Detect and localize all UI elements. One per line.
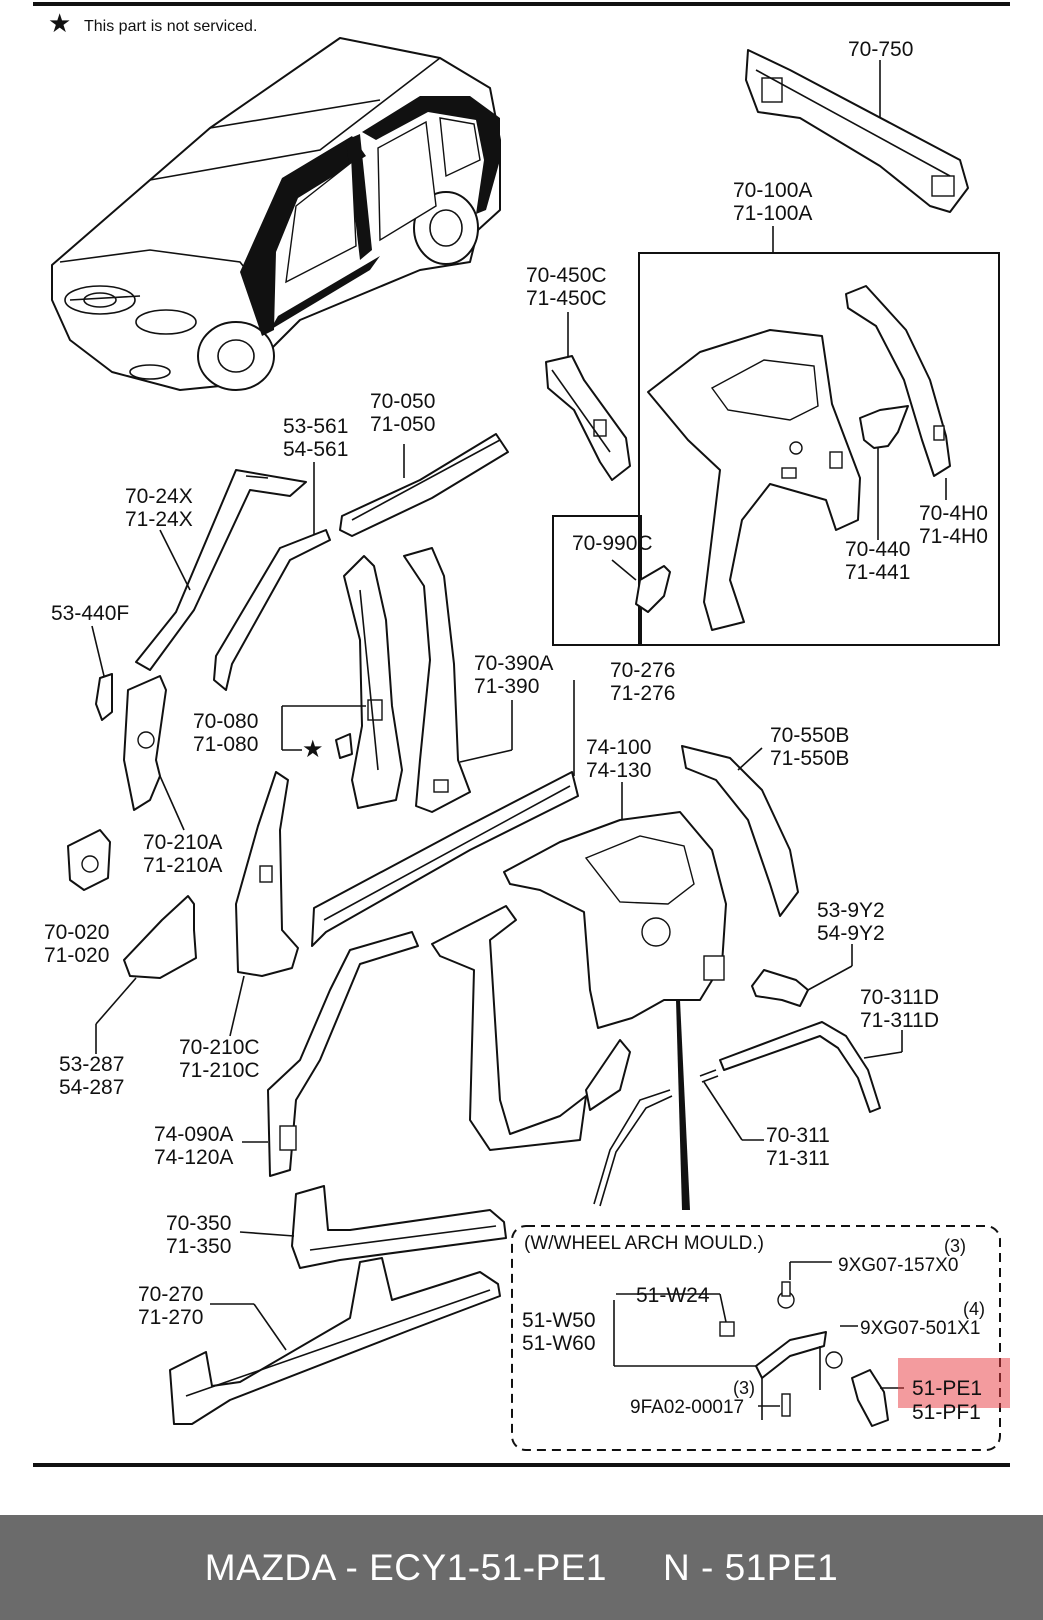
label-54-9Y2: 54-9Y2 xyxy=(817,922,885,945)
label-9XG07-157X0: 9XG07-157X0 xyxy=(838,1255,958,1276)
part-53-9Y2 xyxy=(751,969,809,1007)
label-71-270: 71-270 xyxy=(138,1306,203,1329)
label-70-080: 70-080 xyxy=(193,710,258,733)
label-70-270: 70-270 xyxy=(138,1283,203,1306)
label-9XG07-501X1: 9XG07-501X1 xyxy=(860,1318,980,1339)
label-51-PE1: 51-PE1 xyxy=(912,1377,982,1400)
label-70-390A: 70-390A xyxy=(474,652,553,675)
part-70-270 xyxy=(169,1257,501,1425)
part-70-020 xyxy=(67,829,111,891)
label-54-287: 54-287 xyxy=(59,1076,124,1099)
part-70-390A xyxy=(403,547,471,813)
wheel-arch-mould-part xyxy=(719,1281,889,1427)
part-70-100A xyxy=(647,329,861,631)
part-70-24X xyxy=(135,469,307,671)
part-70-350 xyxy=(291,1185,507,1269)
label-70-050: 70-050 xyxy=(370,390,435,413)
label-71-4H0: 71-4H0 xyxy=(919,525,988,548)
part-70-311D xyxy=(719,1021,881,1113)
label-71-350: 71-350 xyxy=(166,1235,231,1258)
label-70-100A: 70-100A xyxy=(733,179,812,202)
label-71-311: 71-311 xyxy=(766,1147,830,1170)
label-74-100: 74-100 xyxy=(586,736,651,759)
part-70-450C xyxy=(545,355,631,481)
label-71-080: 71-080 xyxy=(193,733,258,756)
label-70-550B: 70-550B xyxy=(770,724,849,747)
label-74-130: 74-130 xyxy=(586,759,651,782)
label-70-4H0: 70-4H0 xyxy=(919,502,988,525)
label-71-450C: 71-450C xyxy=(526,287,607,310)
label-71-100A: 71-100A xyxy=(733,202,812,225)
label-70-450C: 70-450C xyxy=(526,264,607,287)
part-70-990C xyxy=(635,565,671,613)
part-74-090A xyxy=(267,905,631,1177)
inset-qty-1: (3) xyxy=(944,1236,966,1256)
part-70-311 xyxy=(593,1069,719,1207)
label-70-440: 70-440 xyxy=(845,538,910,561)
label-70-990C: 70-990C xyxy=(572,532,653,555)
label-51-W60: 51-W60 xyxy=(522,1332,596,1355)
label-51-PF1: 51-PF1 xyxy=(912,1401,981,1424)
label-74-090A: 74-090A xyxy=(154,1123,233,1146)
label-70-276: 70-276 xyxy=(610,659,675,682)
label-54-561: 54-561 xyxy=(283,438,348,461)
label-71-311D: 71-311D xyxy=(860,1009,939,1032)
part-70-550B xyxy=(681,745,799,917)
inset-title: (W/WHEEL ARCH MOULD.) xyxy=(524,1233,764,1254)
label-70-750: 70-750 xyxy=(848,38,913,61)
star-icon: ★ xyxy=(302,736,324,763)
label-74-120A: 74-120A xyxy=(154,1146,233,1169)
inset-qty-3: (3) xyxy=(733,1378,755,1398)
label-71-441: 71-441 xyxy=(845,561,910,584)
part-70-750 xyxy=(745,49,969,213)
label-70-311: 70-311 xyxy=(766,1124,830,1147)
callout-arrow xyxy=(676,1000,690,1210)
label-70-24X: 70-24X xyxy=(125,485,193,508)
label-71-550B: 71-550B xyxy=(770,747,849,770)
part-70-4H0 xyxy=(845,285,951,477)
label-53-440F: 53-440F xyxy=(51,602,129,625)
label-70-210C: 70-210C xyxy=(179,1036,260,1059)
part-70-210A xyxy=(123,675,167,811)
part-70-440 xyxy=(859,405,909,449)
label-51-W24: 51-W24 xyxy=(636,1284,710,1307)
wheel-arch-inset-box xyxy=(511,1225,1001,1451)
label-71-020: 71-020 xyxy=(44,944,109,967)
vehicle-illustration xyxy=(51,37,501,391)
label-9FA02-00017: 9FA02-00017 xyxy=(630,1397,744,1418)
label-71-050: 71-050 xyxy=(370,413,435,436)
label-70-020: 70-020 xyxy=(44,921,109,944)
note-star-icon: ★ xyxy=(48,8,71,38)
part-70-276 xyxy=(311,771,579,947)
part-53-440F xyxy=(95,673,113,721)
footer-bar: MAZDA - ECY1-51-PE1 N - 51PE1 xyxy=(0,1515,1043,1620)
label-70-311D: 70-311D xyxy=(860,986,939,1009)
label-71-210C: 71-210C xyxy=(179,1059,260,1082)
group-box-70-100A xyxy=(638,252,1000,646)
label-53-561: 53-561 xyxy=(283,415,348,438)
label-71-390: 71-390 xyxy=(474,675,539,698)
label-53-9Y2: 53-9Y2 xyxy=(817,899,885,922)
note-text: This part is not serviced. xyxy=(84,18,257,35)
part-53-287 xyxy=(123,895,197,979)
label-71-210A: 71-210A xyxy=(143,854,222,877)
inset-qty-2: (4) xyxy=(963,1299,985,1319)
footer-code: N - 51PE1 xyxy=(663,1546,839,1588)
label-71-24X: 71-24X xyxy=(125,508,193,531)
body-panel-parts-diagram: ★ This part is not serviced. xyxy=(33,2,1010,1467)
footer-part-number: MAZDA - ECY1-51-PE1 xyxy=(204,1546,608,1588)
label-70-210A: 70-210A xyxy=(143,831,222,854)
part-70-050 xyxy=(339,433,509,537)
label-53-287: 53-287 xyxy=(59,1053,124,1076)
highlight-box[interactable] xyxy=(898,1358,1010,1408)
label-70-350: 70-350 xyxy=(166,1212,231,1235)
label-71-276: 71-276 xyxy=(610,682,675,705)
label-51-W50: 51-W50 xyxy=(522,1309,596,1332)
part-70-080-star xyxy=(335,733,353,759)
part-70-210C xyxy=(235,771,299,977)
part-74-100 xyxy=(503,811,727,1029)
part-53-561 xyxy=(213,529,331,691)
part-70-080 xyxy=(343,555,403,809)
